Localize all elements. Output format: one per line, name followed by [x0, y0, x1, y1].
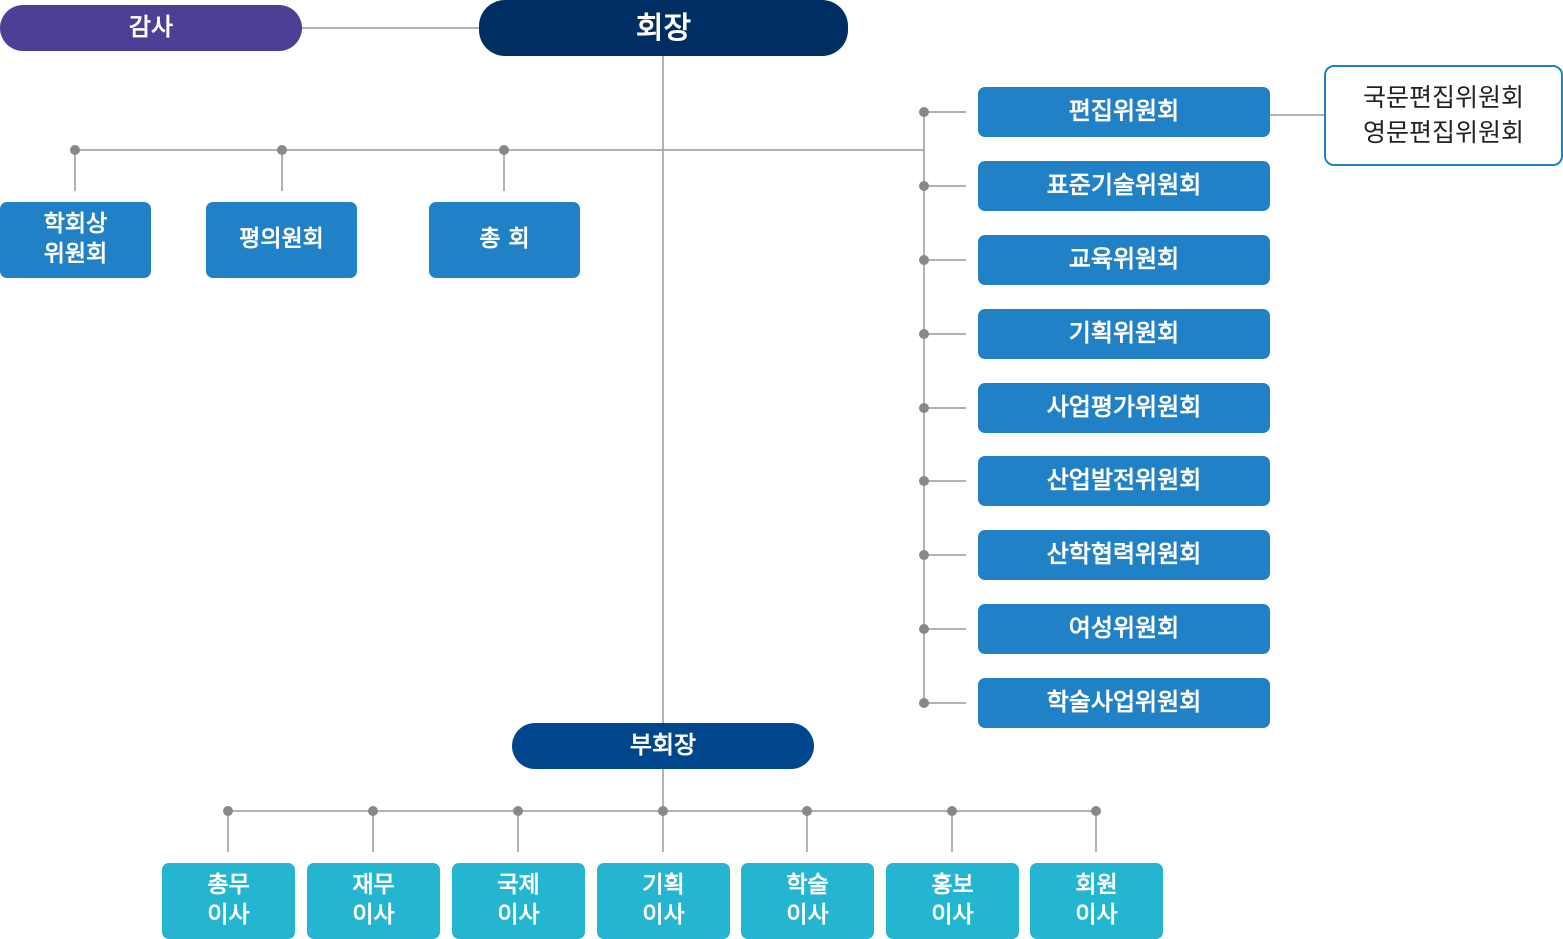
vice-president-node: 부회장 [512, 723, 814, 769]
committee-education: 교육위원회 [978, 235, 1270, 285]
committee-industrial-development: 산업발전위원회 [978, 456, 1270, 506]
committee-project-evaluation: 사업평가위원회 [978, 383, 1270, 433]
editorial-subcommittee-box: 국문편집위원회 영문편집위원회 [1324, 65, 1563, 166]
subcommittee-english-editorial: 영문편집위원회 [1362, 117, 1524, 147]
left-unit-general-assembly: 총 회 [429, 202, 580, 278]
director-planning: 기획 이사 [597, 863, 730, 939]
committee-planning: 기획위원회 [978, 309, 1270, 359]
president-node: 회장 [479, 0, 848, 56]
director-finance: 재무 이사 [307, 863, 440, 939]
subcommittee-korean-editorial: 국문편집위원회 [1362, 83, 1524, 112]
director-general-affairs: 총무 이사 [162, 863, 295, 939]
director-membership: 회원 이사 [1030, 863, 1163, 939]
committee-women: 여성위원회 [978, 604, 1270, 654]
director-public-relations: 홍보 이사 [886, 863, 1019, 939]
director-international: 국제 이사 [452, 863, 585, 939]
left-unit-awards-committee: 학회상 위원회 [0, 202, 151, 278]
committee-editorial: 편집위원회 [978, 87, 1270, 137]
committee-standards-technology: 표준기술위원회 [978, 161, 1270, 211]
director-academic: 학술 이사 [741, 863, 874, 939]
committee-industry-academia: 산학협력위원회 [978, 530, 1270, 580]
committee-academic-projects: 학술사업위원회 [978, 678, 1270, 728]
audit-node: 감사 [0, 5, 302, 51]
left-unit-council: 평의원회 [206, 202, 357, 278]
